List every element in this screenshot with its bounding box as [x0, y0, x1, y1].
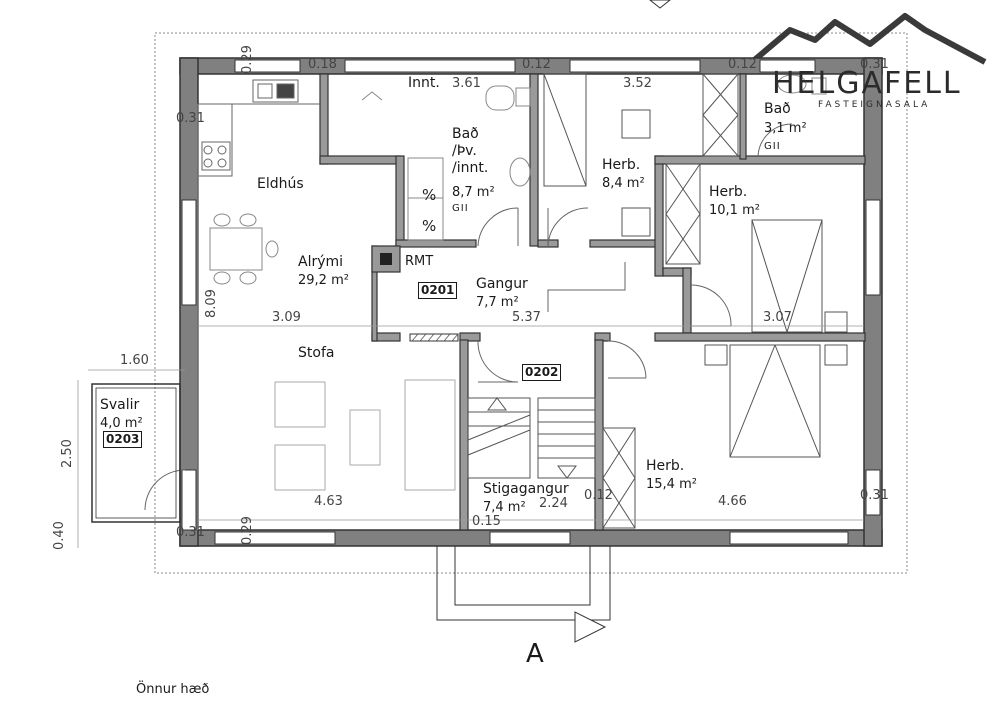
- dining-table: [209, 213, 279, 285]
- dimension-lines: [77, 104, 864, 548]
- dim-svalir-040: 0.40: [52, 521, 67, 550]
- dim-b-463: 4.63: [314, 494, 343, 509]
- floor-label: Önnur hæð: [136, 682, 210, 697]
- room-alrymi: Alrými: [298, 254, 344, 270]
- living-furniture: [274, 379, 456, 491]
- dim-b-029: 0.29: [240, 516, 255, 545]
- room-bad-innt-area: 8,7 m²: [452, 185, 495, 200]
- dim-top-031: 0.31: [860, 57, 889, 72]
- door-swings: [144, 123, 793, 511]
- dim-left-029: 0.29: [240, 45, 255, 74]
- windows: [181, 59, 881, 545]
- dim-b-012: 0.12: [584, 488, 613, 503]
- room-bad-small: Bað: [764, 101, 791, 117]
- room-svalir-area: 4,0 m²: [100, 416, 143, 431]
- staircase: [467, 397, 596, 479]
- dim-top-012a: 0.12: [522, 57, 551, 72]
- dim-v-809: 8.09: [204, 289, 219, 318]
- dim-b-031l: 0.31: [176, 525, 205, 540]
- svg-text:%: %: [422, 217, 436, 235]
- room-stigagangur-area: 7,4 m²: [483, 500, 526, 515]
- room-gangur: Gangur: [476, 276, 528, 292]
- svg-text:%: %: [422, 186, 436, 204]
- dim-h-537: 5.37: [512, 310, 541, 325]
- room-gangur-area: 7,7 m²: [476, 295, 519, 310]
- room-stofa: Stofa: [298, 345, 335, 361]
- dim-svalir-250: 2.50: [60, 439, 75, 468]
- unit-tag-0201: 0201: [418, 282, 458, 299]
- dim-b-015: 0.15: [472, 514, 501, 529]
- dim-b-224: 2.24: [539, 496, 568, 511]
- dim-top-361: 3.61: [452, 76, 481, 91]
- room-herb-84: Herb.: [602, 157, 641, 173]
- label-rmt: RMT: [405, 254, 434, 269]
- kitchen-counter: [198, 79, 320, 177]
- balcony: [91, 383, 181, 523]
- room-eldhus: Eldhús: [257, 176, 304, 192]
- beds: [704, 219, 848, 458]
- room-svalir: Svalir: [100, 397, 140, 413]
- room-herb-101: Herb.: [709, 184, 748, 200]
- interior-walls: [319, 73, 866, 531]
- room-herb-84-area: 8,4 m²: [602, 176, 645, 191]
- dim-b-466: 4.66: [718, 494, 747, 509]
- dim-b-031r: 0.31: [860, 488, 889, 503]
- room-herb-101-area: 10,1 m²: [709, 203, 760, 218]
- dim-top-352: 3.52: [623, 76, 652, 91]
- dim-top-012b: 0.12: [728, 57, 757, 72]
- logo-name: HELGAFELL: [772, 66, 962, 101]
- small-bath-fixtures: [777, 74, 827, 95]
- room-stigagangur: Stigagangur: [483, 481, 569, 497]
- room-bad-innt: Bað /Þv. /innt.: [452, 126, 489, 176]
- dim-h-307: 3.07: [763, 310, 792, 325]
- label-innt: Innt.: [408, 75, 440, 91]
- room-bad-innt-gli: GII: [452, 203, 469, 214]
- room-herb-154: Herb.: [646, 458, 685, 474]
- room-bad-small-gli: GII: [764, 141, 781, 152]
- section-label-a: A: [526, 639, 544, 669]
- dim-h-309: 3.09: [272, 310, 301, 325]
- logo-subtitle: FASTEIGNASALA: [818, 100, 931, 110]
- bed-8-4: [543, 73, 651, 237]
- dim-top-018: 0.18: [308, 57, 337, 72]
- bathroom-fixtures: [361, 85, 531, 241]
- plot-outline: [154, 32, 908, 574]
- unit-tag-0202: 0202: [522, 364, 562, 381]
- room-herb-154-area: 15,4 m²: [646, 477, 697, 492]
- section-marker: [436, 0, 671, 643]
- hatched-wall: [411, 333, 459, 342]
- corridor-lines: [547, 262, 626, 312]
- room-alrymi-area: 29,2 m²: [298, 273, 349, 288]
- logo-mountain-icon: [750, 13, 987, 65]
- dim-left-031: 0.31: [176, 111, 205, 126]
- unit-tag-0203: 0203: [103, 431, 143, 448]
- room-bad-small-area: 3,1 m²: [764, 121, 807, 136]
- dim-svalir-160: 1.60: [120, 353, 149, 368]
